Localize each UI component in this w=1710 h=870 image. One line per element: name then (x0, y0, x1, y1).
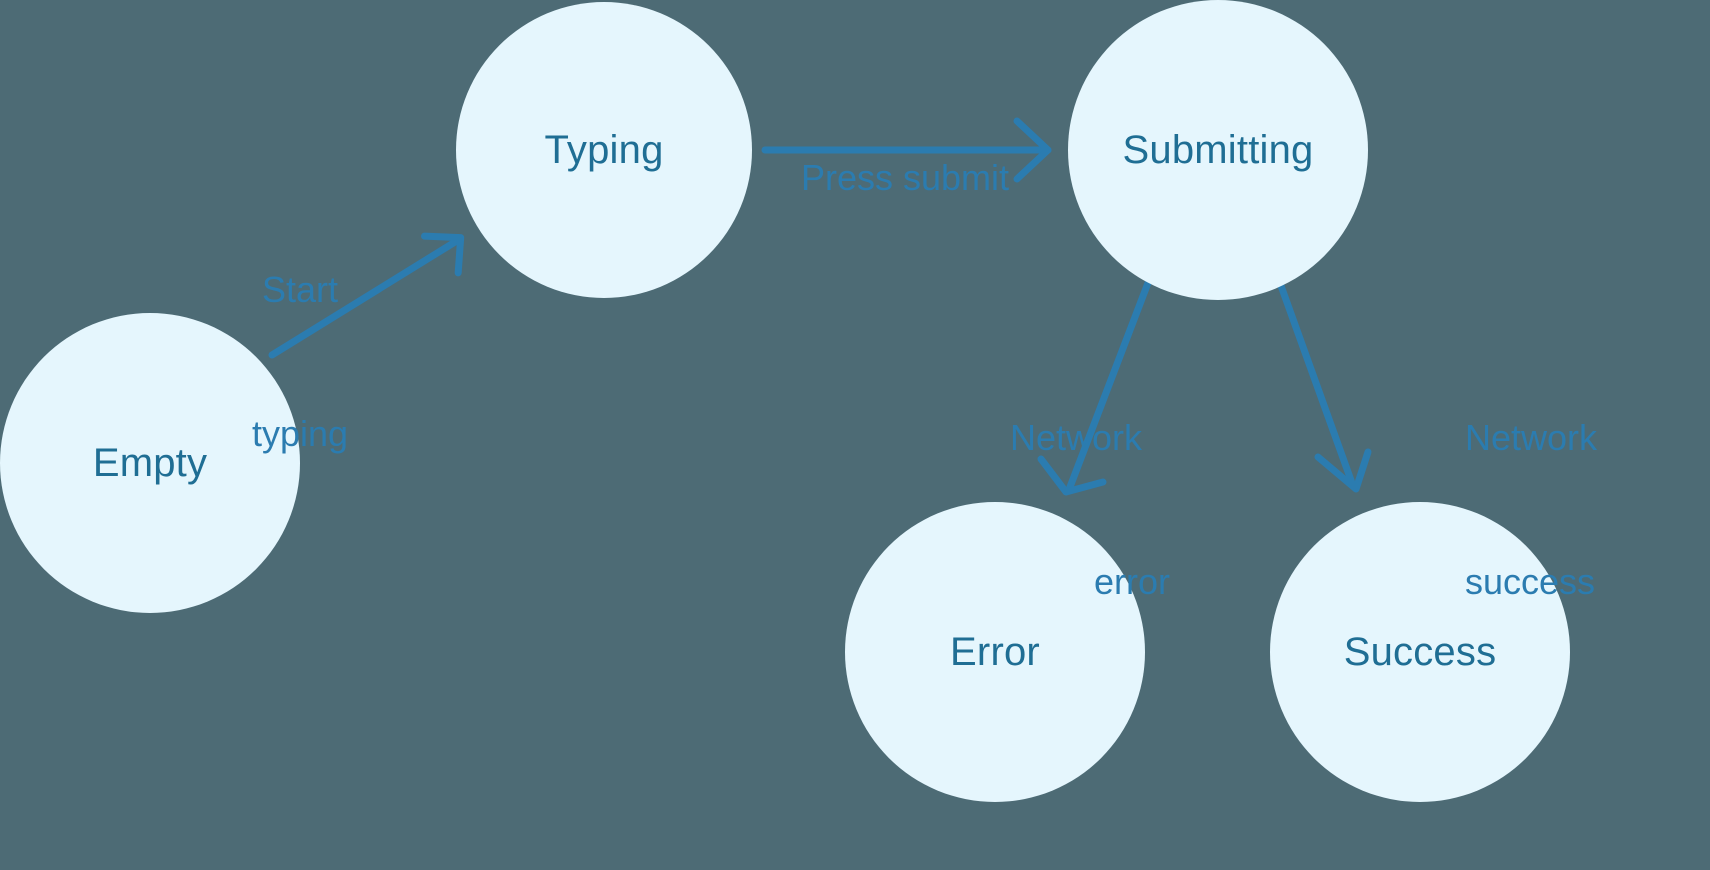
state-node-error[interactable]: Error (845, 502, 1145, 802)
state-label-empty: Empty (92, 440, 208, 485)
state-node-typing[interactable]: Typing (456, 2, 752, 298)
transition-arrow-network-error (1037, 279, 1152, 496)
state-label-submitting: Submitting (1122, 127, 1314, 172)
state-node-empty[interactable]: Empty (0, 313, 300, 613)
state-label-typing: Typing (544, 127, 664, 172)
transition-arrow-start-typing (268, 232, 465, 359)
transition-label-network-success-line1: Network (1465, 417, 1598, 458)
state-node-success[interactable]: Success (1270, 502, 1570, 802)
transition-label-network-success: Network success (1465, 318, 1710, 702)
transition-label-network-error-line2: error (1093, 561, 1170, 602)
transition-label-network-error: Network error (1010, 318, 1170, 702)
state-node-submitting[interactable]: Submitting (1068, 0, 1368, 300)
transition-arrow-press-submit (761, 117, 1052, 183)
state-label-error: Error (950, 629, 1040, 674)
transition-label-network-error-line1: Network (1010, 417, 1143, 458)
transition-label-start-typing: Start typing (195, 170, 405, 554)
transition-arrow-network-success (1276, 279, 1372, 493)
transition-label-start-typing-line2: typing (251, 413, 349, 454)
state-label-success: Success (1343, 629, 1497, 674)
transition-label-press-submit-line1: Press submit (800, 157, 1010, 198)
transition-label-start-typing-line1: Start (261, 269, 339, 310)
transition-label-network-success-line2: success (1465, 561, 1596, 602)
transition-label-press-submit: Press submit (780, 58, 1030, 298)
